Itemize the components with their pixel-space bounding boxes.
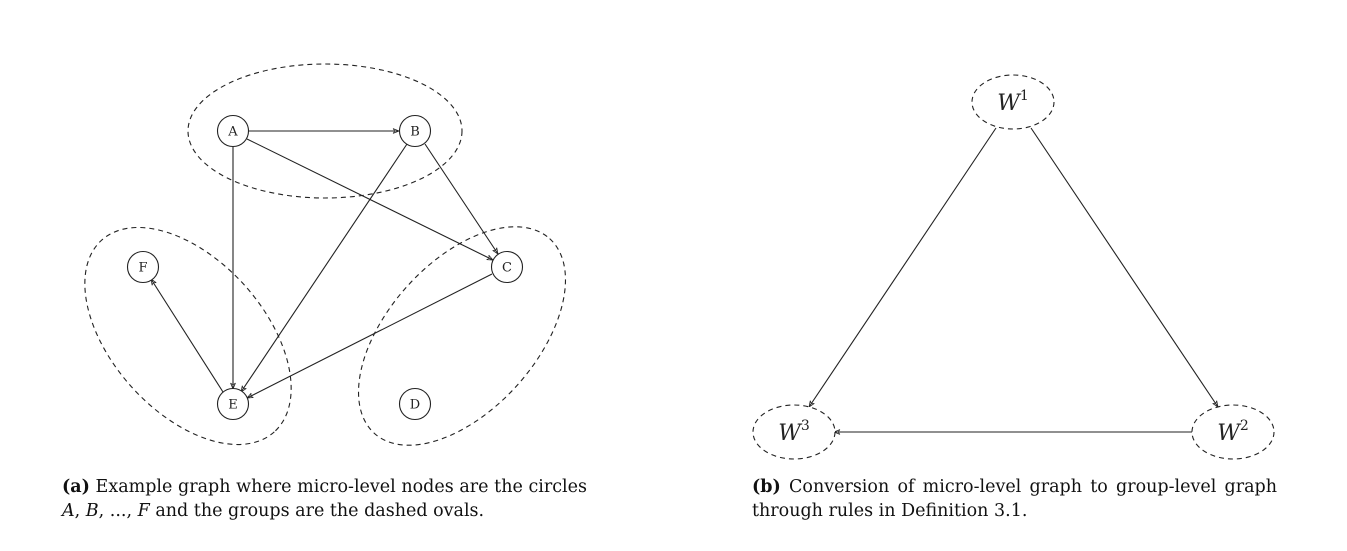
- group-node-w1-label: W1: [997, 88, 1029, 116]
- caption-b: (b) Conversion of micro-level graph to g…: [752, 475, 1277, 523]
- caption-a-math-f: F: [137, 501, 150, 521]
- panel-b-group-graph: W1 W2 W3: [752, 74, 1275, 460]
- panel-a-micro-graph: A B C D E F: [84, 63, 567, 446]
- caption-a-tag: (a): [62, 477, 90, 497]
- node-f: F: [126, 250, 160, 284]
- caption-a: (a) Example graph where micro-level node…: [62, 475, 587, 523]
- node-a-label: A: [227, 125, 238, 140]
- caption-a-sep1: ,: [74, 501, 86, 521]
- node-b-label: B: [410, 125, 420, 140]
- edge-e-to-f: [151, 279, 224, 393]
- node-d: D: [398, 387, 432, 421]
- node-d-label: D: [410, 398, 420, 413]
- caption-a-sep2: , ...,: [98, 501, 138, 521]
- group-node-w1: W1: [971, 74, 1055, 130]
- group-node-w2-label: W2: [1217, 418, 1249, 446]
- edge-c-to-e: [247, 273, 493, 399]
- group-oval-cd: [357, 226, 567, 446]
- node-f-label: F: [138, 261, 147, 276]
- caption-a-text2: and the groups are the dashed ovals.: [149, 501, 485, 521]
- node-c: C: [490, 250, 524, 284]
- caption-b-text: Conversion of micro-level graph to group…: [752, 477, 1277, 521]
- group-node-w3-label: W3: [778, 418, 810, 446]
- group-node-w2: W2: [1191, 404, 1275, 460]
- group-oval-ab: [187, 63, 463, 199]
- node-e-label: E: [228, 398, 238, 413]
- edge-b-to-e: [241, 143, 408, 392]
- edge-w1-to-w3: [809, 127, 997, 407]
- node-b: B: [398, 114, 432, 148]
- caption-a-text1: Example graph where micro-level nodes ar…: [89, 477, 587, 497]
- group-node-w3: W3: [752, 404, 836, 460]
- edge-b-to-c: [424, 143, 498, 254]
- node-c-label: C: [502, 261, 512, 276]
- node-a: A: [216, 114, 250, 148]
- edge-w1-to-w2: [1030, 127, 1218, 407]
- caption-b-tag: (b): [752, 477, 781, 497]
- caption-a-math-b: B: [85, 501, 99, 521]
- group-oval-fe: [84, 226, 292, 446]
- caption-a-math-a: A: [62, 501, 75, 521]
- node-e: E: [216, 387, 250, 421]
- figure-canvas: A B C D E F W1: [84, 63, 1275, 460]
